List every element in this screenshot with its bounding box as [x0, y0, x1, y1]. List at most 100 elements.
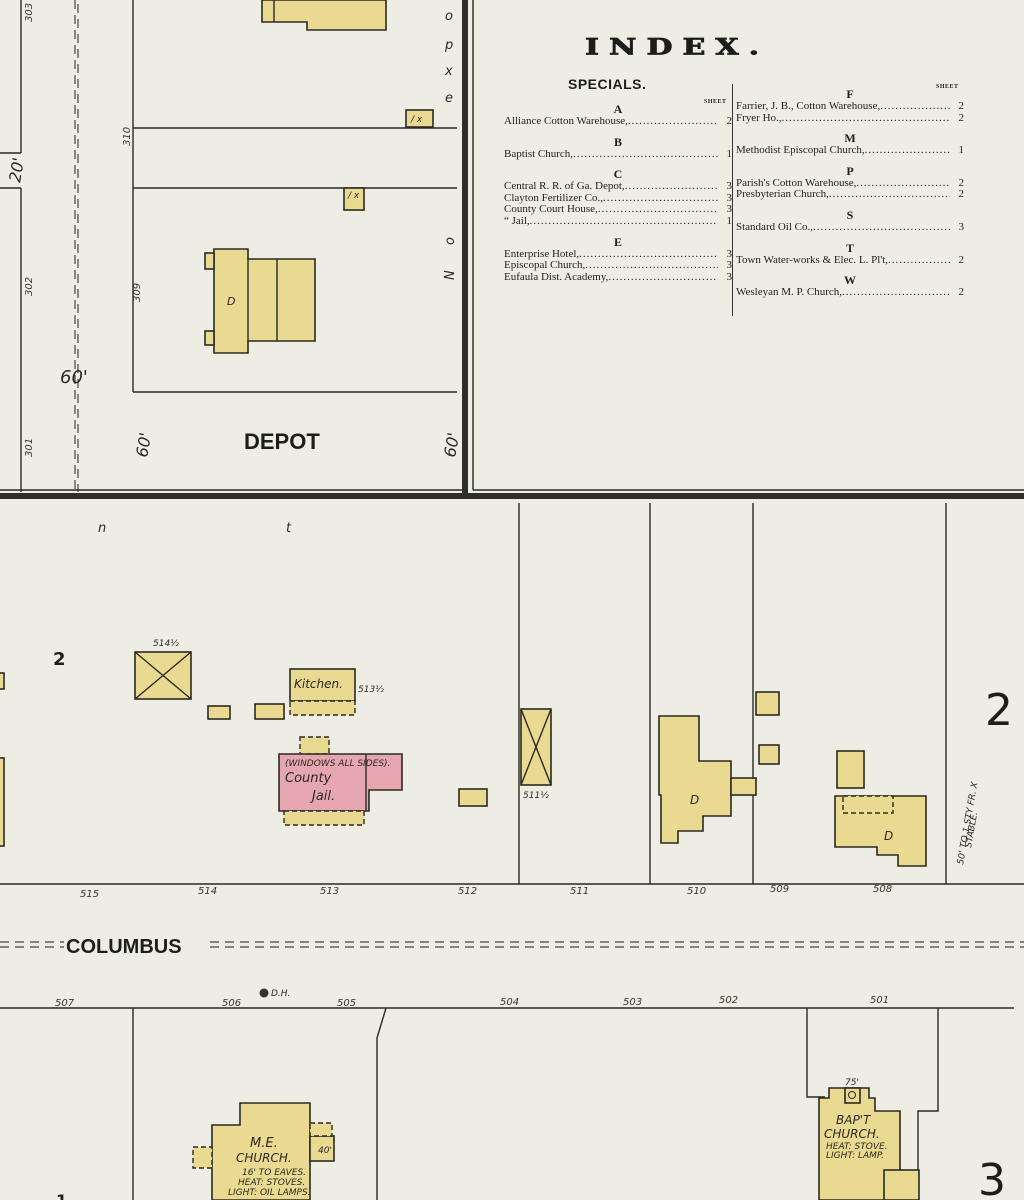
- entry-name: Eufaula Dist. Academy,: [504, 270, 609, 283]
- lot-line: [806, 1008, 825, 1098]
- lot-number: 509: [770, 884, 789, 895]
- index-entry: Wesleyan M. P. Church,2: [736, 287, 964, 299]
- me-church-label: CHURCH.: [236, 1151, 292, 1165]
- index-entry: Parish's Cotton Warehouse,2: [736, 176, 965, 190]
- leader-dots: [829, 189, 950, 201]
- entry-name: Baptist Church,: [504, 147, 574, 160]
- entry-sheet: 2: [958, 111, 965, 124]
- index-title: INDEX.: [584, 34, 770, 61]
- upper-left-section: 303 302 301 310 309 20' 60' 60' 60' DEPO…: [0, 0, 463, 492]
- index-divider: [732, 84, 733, 316]
- leader-dots: [856, 178, 950, 190]
- jail-label-line1: County: [285, 771, 332, 786]
- index-entry: Presbyterian Church,2: [736, 189, 964, 201]
- leader-dots: [625, 181, 718, 193]
- entry-name: Farrier, J. B., Cotton Warehouse,: [736, 100, 881, 112]
- lot-line: [917, 1008, 939, 1170]
- building-baptist-church: [818, 1087, 901, 1200]
- index-entry: Farrier, J. B., Cotton Warehouse, 2: [736, 100, 965, 113]
- entry-sheet: 3: [726, 203, 733, 216]
- dwelling-label: D: [227, 295, 235, 308]
- entry-sheet: 1: [726, 147, 733, 160]
- width-label: 60': [60, 367, 88, 388]
- leader-dots: [598, 204, 718, 216]
- lot-number: 512: [458, 886, 477, 897]
- entry-name: Episcopal Church,: [504, 259, 586, 272]
- jail-note: (WINDOWS ALL SIDES).: [285, 759, 390, 769]
- building-outbuilding: [254, 703, 285, 720]
- lot-number: 501: [870, 995, 889, 1006]
- lot-number: 515: [80, 889, 99, 900]
- address-label: 511½: [523, 791, 549, 801]
- building-dwelling: [213, 248, 316, 354]
- leader-dots: [888, 255, 950, 267]
- lot-number: 301: [24, 438, 35, 457]
- index-entry: “ Jail,1: [504, 215, 732, 228]
- street-letter: x: [444, 64, 453, 79]
- lot-number: 513: [320, 886, 339, 897]
- leader-dots: [579, 249, 718, 261]
- building-outbuilding: [405, 109, 434, 128]
- index-entry: Eufaula Dist. Academy,3: [504, 270, 732, 284]
- index-entry: Enterprise Hotel, 3: [504, 247, 733, 261]
- entry-sheet: 2: [726, 115, 733, 127]
- building-porch: [842, 795, 894, 814]
- building-partial: [0, 757, 5, 847]
- street-letter: e: [445, 91, 453, 106]
- building-porch: [299, 736, 330, 755]
- index-letter: T: [845, 240, 854, 255]
- leader-dots: [530, 216, 718, 228]
- leader-dots: [880, 101, 950, 113]
- building-outbuilding: [758, 744, 780, 765]
- index-letter: F: [846, 87, 854, 101]
- index-entry: Fryer Ho.,2: [736, 111, 965, 125]
- building-kitchen: [289, 668, 356, 702]
- entry-name: County Court House,: [504, 203, 598, 216]
- address-label: 513½: [358, 685, 384, 695]
- block-number: 1: [56, 1191, 67, 1200]
- entry-sheet: 3: [726, 180, 733, 193]
- lot-number: 310: [122, 127, 133, 146]
- block-3: 507 506 505 504 503 502 501 40' M.E. CHU…: [0, 995, 1014, 1200]
- lot-number: 514: [198, 886, 217, 897]
- hydrant-icon: [259, 988, 269, 998]
- entry-name: Wesleyan M. P. Church,: [736, 286, 843, 299]
- leader-dots: [865, 145, 950, 157]
- lot-number: 511: [570, 886, 589, 897]
- me-church-note: LIGHT: OIL LAMPS.: [228, 1188, 311, 1198]
- lot-number: 302: [24, 277, 35, 296]
- entry-name: Methodist Episcopal Church,: [736, 144, 865, 157]
- index-letter: A: [613, 102, 623, 116]
- lot-number: 510: [687, 886, 706, 897]
- building-outbuilding: [836, 750, 865, 789]
- index-letter: S: [846, 207, 854, 222]
- index-letter: C: [613, 167, 623, 182]
- index-letter: W: [844, 273, 856, 288]
- entry-sheet: 1: [958, 144, 965, 157]
- building-dwelling: [261, 0, 387, 31]
- lot-number: 303: [24, 3, 35, 22]
- me-church-note: 16' TO EAVES.: [242, 1168, 306, 1178]
- entry-sheet: 2: [958, 176, 965, 189]
- lot-number: 507: [55, 998, 75, 1009]
- leader-dots: [603, 193, 718, 205]
- entry-sheet: 2: [958, 100, 965, 112]
- entry-name: Town Water-works & Elec. L. Pl't,: [736, 253, 889, 266]
- hydrant-label: D.H.: [271, 989, 290, 999]
- lot-number: 506: [222, 998, 241, 1009]
- me-church-label: M.E.: [250, 1136, 278, 1151]
- block-number-large: 3: [978, 1155, 1006, 1200]
- index-entry: Episcopal Church,3: [504, 260, 732, 272]
- leader-dots: [813, 222, 950, 234]
- street-letter: t: [286, 521, 292, 536]
- dwelling-label: D: [690, 793, 699, 807]
- entry-sheet: 3: [726, 247, 733, 260]
- entry-name: Alliance Cotton Warehouse,: [504, 115, 628, 127]
- tower-height: 75': [845, 1078, 859, 1088]
- dwelling-label: D: [884, 829, 893, 843]
- entry-name: Enterprise Hotel,: [504, 247, 580, 260]
